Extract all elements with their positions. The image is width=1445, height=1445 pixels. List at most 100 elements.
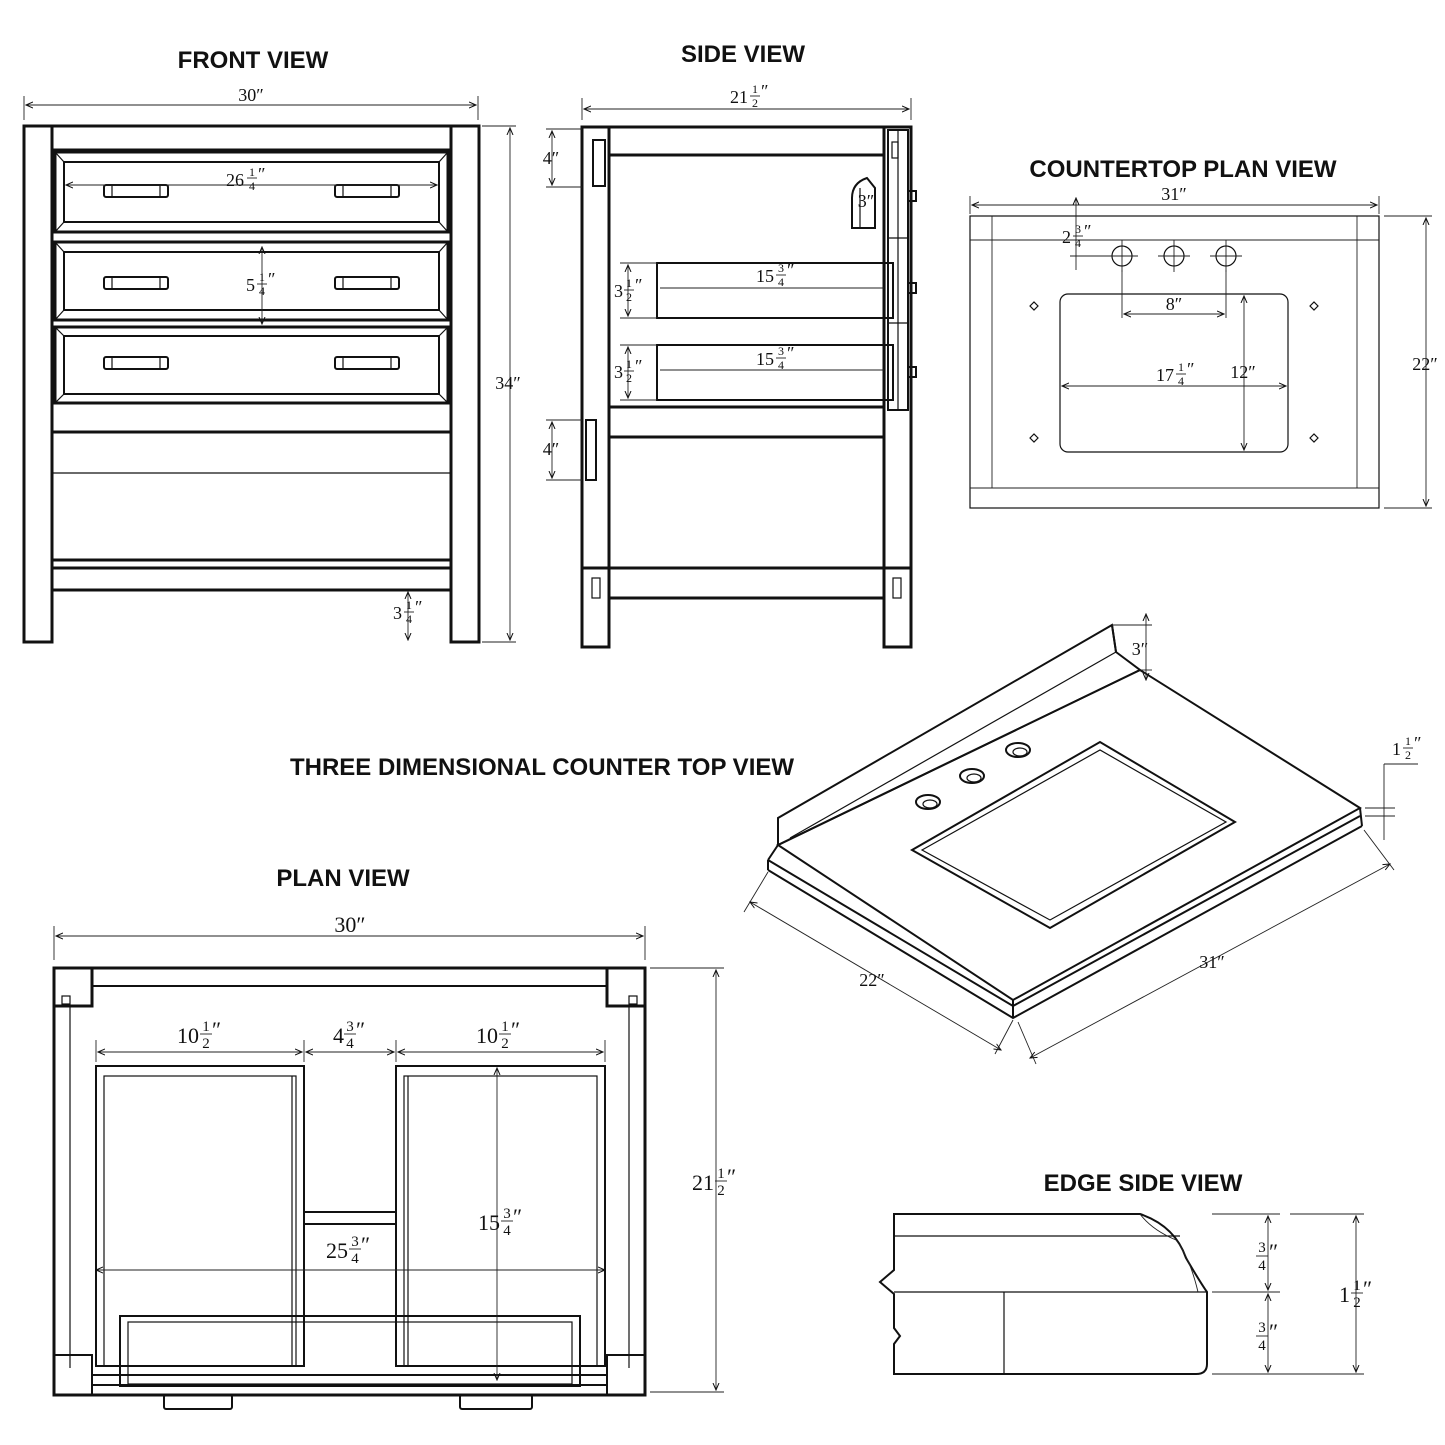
front-height-label: 34″ [495, 373, 521, 393]
three-d-countertop-view: 3″ 1 1 2 ″ 22″ 31″ [743, 614, 1422, 1065]
side-view-title: SIDE VIEW [681, 41, 805, 68]
svg-text:1: 1 [626, 276, 632, 290]
faucet-holes [1106, 240, 1242, 272]
plan-gap-label: 4 3 4 ″ [333, 1017, 365, 1052]
plan-right-drawer-label: 10 1 2 ″ [476, 1017, 520, 1052]
svg-text:15: 15 [756, 349, 774, 369]
front-view-title: FRONT VIEW [178, 47, 329, 74]
countertop-3d-width-label: 31″ [1199, 952, 1225, 972]
svg-text:21: 21 [730, 87, 748, 107]
svg-text:3: 3 [1258, 1320, 1266, 1336]
side-drawer-box-2 [656, 344, 894, 401]
faucet-offset-label: 2 3 4 ″ [1062, 221, 1092, 250]
svg-text:″: ″ [361, 1232, 370, 1257]
svg-text:10: 10 [476, 1023, 498, 1048]
svg-text:″: ″ [1363, 1276, 1372, 1301]
sink-width-label: 17 1 4 ″ [1156, 359, 1195, 388]
plan-right-drawer [395, 1065, 606, 1367]
svg-text:″: ″ [513, 1204, 522, 1229]
svg-text:21: 21 [692, 1170, 714, 1195]
svg-text:1: 1 [626, 357, 632, 371]
svg-text:″: ″ [356, 1017, 365, 1042]
plan-left-drawer [95, 1065, 305, 1367]
svg-text:″: ″ [1269, 1319, 1278, 1344]
svg-text:3: 3 [1075, 222, 1081, 236]
countertop-sink [909, 740, 1237, 930]
backsplash-height-label: 3″ [1132, 639, 1149, 659]
side-drawer1-depth-label: 15 3 4 ″ [756, 260, 795, 289]
edge-profile [878, 1213, 1208, 1375]
plan-inner-width-label: 25 3 4 ″ [326, 1232, 370, 1267]
svg-text:15: 15 [478, 1210, 500, 1235]
front-drawer-3 [53, 325, 450, 405]
svg-text:1: 1 [202, 1019, 210, 1035]
svg-text:3: 3 [614, 281, 623, 301]
edge-total-label: 1 1 2 ″ [1339, 1276, 1372, 1311]
svg-text:3: 3 [778, 344, 784, 358]
svg-text:4: 4 [333, 1023, 344, 1048]
svg-text:4: 4 [503, 1223, 511, 1239]
svg-text:″: ″ [727, 1164, 736, 1189]
svg-text:1: 1 [501, 1019, 509, 1035]
faucet-spread-label: 8″ [1166, 294, 1183, 314]
side-back-leg [580, 125, 611, 649]
svg-text:1: 1 [1339, 1282, 1350, 1307]
svg-text:″: ″ [212, 1017, 221, 1042]
svg-text:25: 25 [326, 1238, 348, 1263]
front-width-label: 30″ [238, 85, 264, 105]
svg-text:2: 2 [717, 1183, 725, 1199]
svg-text:2: 2 [626, 371, 632, 385]
svg-text:4: 4 [249, 179, 255, 193]
svg-text:2: 2 [626, 290, 632, 304]
svg-text:2: 2 [1405, 748, 1411, 762]
svg-text:1: 1 [406, 598, 412, 612]
svg-text:4: 4 [778, 275, 784, 289]
svg-text:4: 4 [406, 612, 412, 626]
front-toe-kick-label: 3 1 4 ″ [393, 597, 423, 626]
plan-left-drawer-label: 10 1 2 ″ [177, 1017, 221, 1052]
front-left-leg [22, 124, 54, 644]
svg-text:1: 1 [752, 82, 758, 96]
svg-text:10: 10 [177, 1023, 199, 1048]
edge-lower-label: 3 4 ″ [1256, 1319, 1278, 1354]
countertop-backsplash [777, 623, 1142, 847]
svg-text:4: 4 [351, 1251, 359, 1267]
plan-center-support [303, 1211, 397, 1225]
svg-text:4: 4 [778, 358, 784, 372]
svg-text:″: ″ [635, 356, 643, 376]
svg-text:″: ″ [268, 269, 276, 289]
mounting-marks [1029, 301, 1319, 443]
edge-side-view: 3 4 ″ 3 4 ″ 1 1 2 ″ [878, 1213, 1372, 1375]
svg-text:1: 1 [259, 270, 265, 284]
side-drawer2-height-label: 3 1 2 ″ [614, 356, 643, 385]
svg-text:1: 1 [717, 1166, 725, 1182]
svg-text:″: ″ [1084, 221, 1092, 241]
svg-text:″: ″ [635, 275, 643, 295]
svg-text:3: 3 [351, 1234, 359, 1250]
countertop-top-surface [775, 668, 1362, 1002]
svg-text:2: 2 [202, 1036, 210, 1052]
side-bottom-rail-label: 4″ [543, 439, 560, 459]
svg-text:4: 4 [1075, 236, 1081, 250]
sink-depth-label: 12″ [1230, 362, 1256, 382]
countertop-3d-depth-label: 22″ [859, 970, 885, 990]
svg-text:4: 4 [259, 284, 265, 298]
svg-text:″: ″ [258, 164, 266, 184]
svg-text:4: 4 [346, 1036, 354, 1052]
svg-text:″: ″ [761, 81, 769, 101]
svg-text:3: 3 [393, 603, 402, 623]
sink-basin-outline [1059, 293, 1289, 453]
front-right-leg [449, 124, 481, 644]
svg-text:4: 4 [1178, 374, 1184, 388]
countertop-depth-label: 22″ [1412, 354, 1438, 374]
countertop-outline [969, 215, 1380, 509]
svg-text:17: 17 [1156, 365, 1174, 385]
plan-outer-frame [52, 966, 647, 1397]
svg-text:″: ″ [511, 1017, 520, 1042]
side-top-rail-label: 4″ [543, 148, 560, 168]
side-drawer1-height-label: 3 1 2 ″ [614, 275, 643, 304]
plan-view: 30″ [52, 912, 736, 1410]
svg-text:1: 1 [249, 165, 255, 179]
three-d-title: THREE DIMENSIONAL COUNTER TOP VIEW [290, 754, 794, 781]
